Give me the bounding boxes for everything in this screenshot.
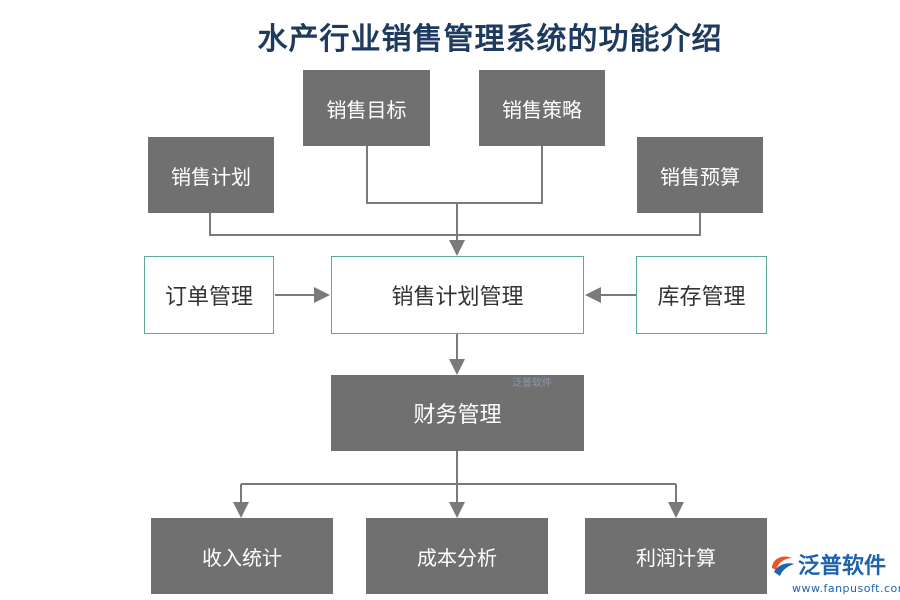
node-sales-target: 销售目标: [303, 70, 430, 146]
node-revenue-stats: 收入统计: [151, 518, 333, 594]
node-sales-budget: 销售预算: [637, 137, 763, 213]
node-sales-plan-mgmt: 销售计划管理: [331, 256, 584, 334]
logo-url: www.fanpusoft.com: [792, 582, 900, 595]
brand-logo: 泛普软件: [768, 548, 886, 580]
page-title: 水产行业销售管理系统的功能介绍: [257, 22, 723, 57]
node-sales-strategy: 销售策略: [479, 70, 605, 146]
node-order-mgmt: 订单管理: [144, 256, 274, 334]
node-profit-calc: 利润计算: [585, 518, 767, 594]
line-sales-target: [366, 146, 457, 204]
line-sales-strategy: [457, 146, 543, 204]
logo-text: 泛普软件: [798, 554, 887, 579]
node-sales-plan: 销售计划: [148, 137, 274, 213]
node-finance-mgmt: 财务管理: [331, 375, 584, 451]
node-inventory-mgmt: 库存管理: [636, 256, 767, 334]
line-sales-budget: [457, 213, 701, 236]
fanpu-logo-icon: [768, 550, 796, 578]
watermark: 泛普软件: [512, 378, 552, 389]
line-sales-plan: [209, 213, 457, 236]
node-cost-analysis: 成本分析: [366, 518, 548, 594]
